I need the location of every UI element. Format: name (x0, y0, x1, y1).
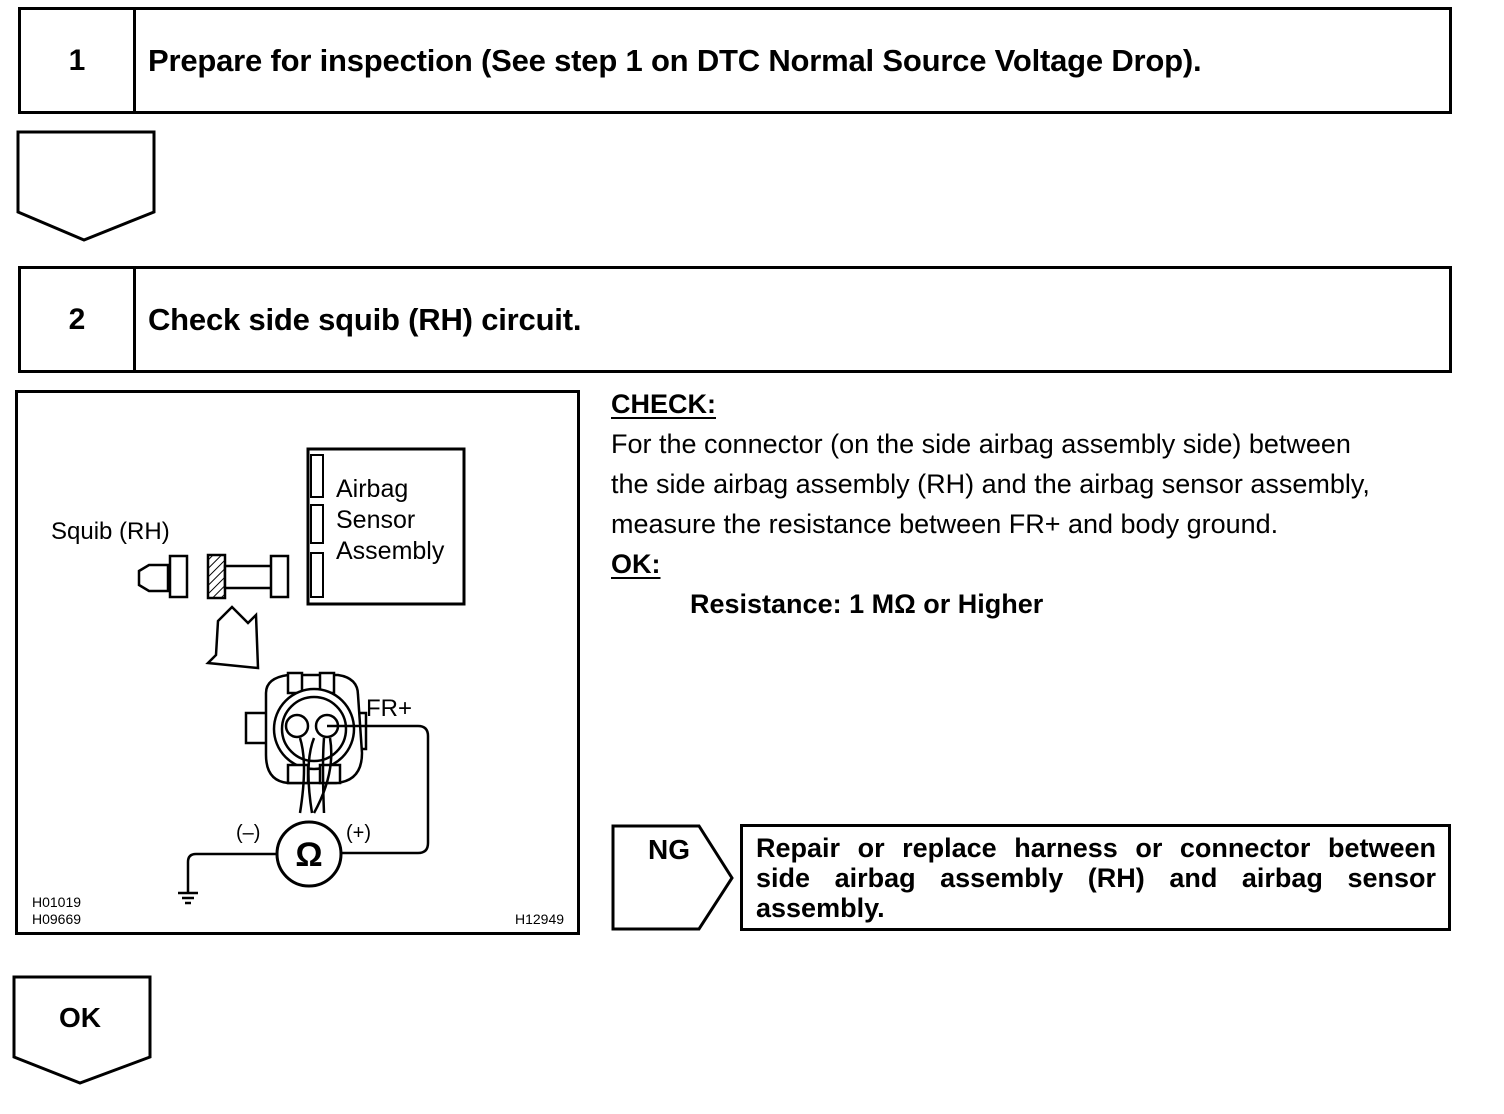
ok-arrow-icon: OK (12, 975, 152, 1085)
harness-connector-body (223, 564, 275, 590)
check-heading: CHECK: (611, 389, 716, 419)
ground-icon (178, 891, 198, 905)
squib-plug (168, 554, 189, 599)
squib-label: Squib (RH) (51, 518, 170, 545)
figure-code: H09669 (32, 911, 81, 927)
negative-lead (186, 852, 277, 893)
sensor-label-line-1: Airbag (336, 475, 408, 503)
ng-label: NG (648, 834, 690, 865)
figure-code: H12949 (515, 911, 564, 927)
step-2-number: 2 (21, 269, 136, 370)
wire (321, 737, 326, 814)
ok-heading: OK: (611, 549, 661, 579)
step-2-box: 2 Check side squib (RH) circuit. (18, 266, 1452, 373)
step-1-box: 1 Prepare for inspection (See step 1 on … (18, 7, 1452, 114)
check-section: CHECK: For the connector (on the side ai… (611, 384, 1456, 624)
harness-connector-plug (269, 554, 290, 599)
step-1-title: Prepare for inspection (See step 1 on DT… (148, 42, 1202, 78)
check-line: For the connector (on the side airbag as… (611, 429, 1351, 459)
connector-diagram: Airbag Sensor Assembly Squib (RH) (32, 447, 564, 927)
plus-label: (+) (346, 822, 371, 844)
step-1-number: 1 (21, 10, 136, 111)
sensor-connector-slot (310, 454, 324, 498)
sensor-assembly-box (306, 447, 466, 606)
minus-label: (–) (236, 822, 260, 844)
sensor-label-line-2: Sensor (336, 506, 415, 534)
wire (307, 737, 316, 814)
ohm-symbol: Ω (295, 836, 322, 874)
connector-closeup (244, 671, 368, 785)
fr-plus-label: FR+ (366, 695, 412, 722)
check-line: measure the resistance between FR+ and b… (611, 509, 1279, 539)
check-line: the side airbag assembly (RH) and the ai… (611, 469, 1370, 499)
next-step-arrow-icon (16, 130, 156, 242)
squib-connector (137, 563, 170, 593)
step-2-title: Check side squib (RH) circuit. (148, 301, 582, 337)
positive-lead (327, 724, 430, 855)
figure-code: H01019 (32, 894, 81, 910)
ng-arrow-icon: NG (611, 824, 734, 931)
sensor-connector-slot (310, 504, 324, 544)
wire (312, 737, 333, 814)
wire (298, 737, 306, 814)
direction-arrow-icon (205, 605, 260, 670)
connector-diagram-panel: Airbag Sensor Assembly Squib (RH) (15, 390, 580, 935)
sensor-connector-slot (310, 552, 324, 598)
ok-result-label: OK (59, 1002, 101, 1033)
hatched-connector (206, 553, 227, 600)
sensor-label-line-3: Assembly (336, 537, 445, 565)
ng-action-box: Repair or replace harness or connector b… (740, 824, 1451, 931)
ok-criteria: Resistance: 1 MΩ or Higher (690, 589, 1044, 619)
